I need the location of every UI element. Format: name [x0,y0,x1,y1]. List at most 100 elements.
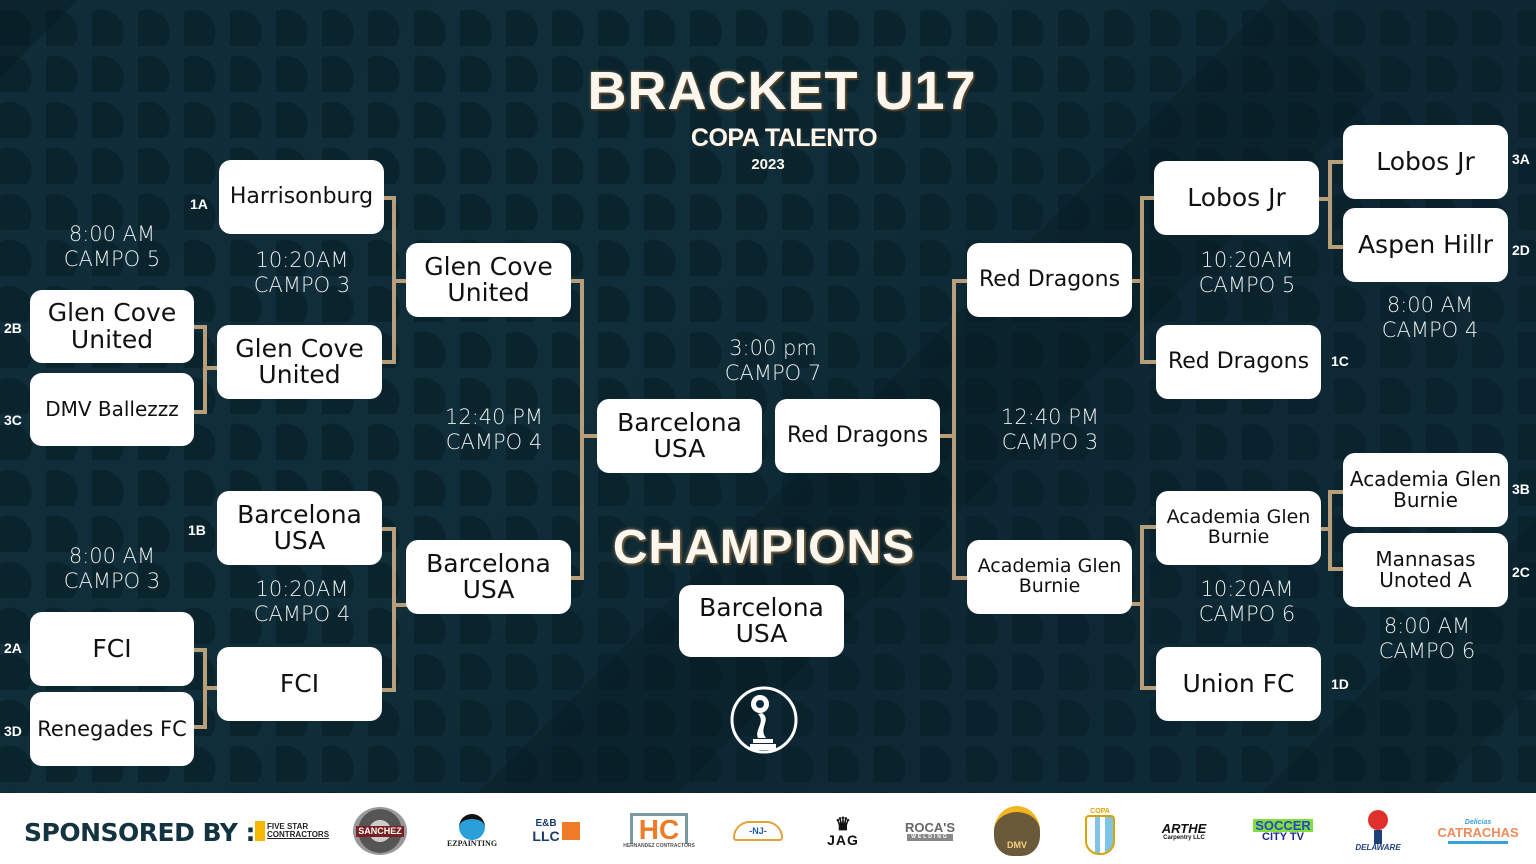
seed-label: 3A [1512,151,1530,167]
match-schedule: 12:40 PM CAMPO 4 [414,405,574,455]
sponsor-logo-sanchez: SANCHEZ [350,803,410,859]
team-card-round1[interactable]: Mannasas Unoted A [1343,533,1508,607]
seed-label: 2D [1512,242,1530,258]
team-name: Barcelona USA [426,548,551,604]
team-name: Aspen Hillr [1357,229,1494,259]
team-card-round1[interactable]: Glen Cove United [30,290,194,363]
sponsored-by-label: SPONSORED BY : [24,818,256,847]
team-card-round1[interactable]: Academia Glen Burnie [1343,453,1508,527]
seed-label: 1D [1331,676,1349,692]
team-card-quarter[interactable]: Red Dragons [1156,325,1321,399]
seed-label: 2B [4,320,22,336]
team-card-quarter[interactable]: Union FC [1156,647,1321,721]
match-time: 3:00 pm [729,336,817,360]
match-schedule: 8:00 AM CAMPO 5 [32,222,192,272]
match-field: CAMPO 3 [253,273,351,297]
team-card-round1[interactable]: Aspen Hillr [1343,208,1508,282]
seed-label: 2A [4,640,22,656]
team-card-quarter[interactable]: Lobos Jr [1154,161,1319,235]
trophy-icon [730,686,798,754]
team-name: Red Dragons [786,423,929,449]
sponsor-logo-catrachas: Delicias CATRACHAS [1437,803,1519,859]
team-card-quarter[interactable]: Glen Cove United [217,325,382,399]
sponsor-logo-mariachi-dmv: DMV [990,803,1044,859]
match-schedule: 10:20AM CAMPO 3 [222,248,382,298]
match-schedule: 8:00 AM CAMPO 4 [1350,293,1510,343]
team-card-round1[interactable]: FCI [30,612,194,686]
seed-label: 2C [1512,564,1530,580]
sponsor-logo-nj: -NJ- [730,803,786,859]
team-name: Glen Cove United [235,333,364,389]
match-field: CAMPO 5 [63,247,161,271]
champion-team-card[interactable]: Barcelona USA [679,585,844,657]
team-card-quarter[interactable]: Harrisonburg [219,160,384,234]
team-card-semi[interactable]: Red Dragons [967,243,1132,317]
team-name: Glen Cove United [47,298,177,354]
team-name: Union FC [1182,668,1295,698]
match-time: 8:00 AM [1386,293,1474,317]
team-card-final-right[interactable]: Red Dragons [775,399,940,473]
team-name: Lobos Jr [1376,146,1475,176]
sponsor-logo-copa-cedrito: COPA [1078,803,1122,859]
sponsor-logo-arthe: ARTHE Carpentry LLC [1161,820,1207,841]
match-field: CAMPO 3 [63,569,161,593]
match-field: CAMPO 4 [445,430,543,454]
match-time: 12:40 PM [1001,405,1099,429]
match-time: 12:40 PM [445,405,543,429]
match-schedule: 8:00 AM CAMPO 3 [32,544,192,594]
team-name: Barcelona USA [237,499,362,555]
team-name: FCI [92,633,132,663]
page-title: BRACKET U17 [587,61,977,121]
sponsor-logo-rocas: ROCA'S WELDING [904,820,956,841]
sponsor-logo-delaware: DELAWARE [1350,803,1406,859]
team-card-round1[interactable]: Renegades FC [30,692,194,766]
seed-label: 1B [188,522,206,538]
match-field: CAMPO 6 [1378,639,1476,663]
team-card-final-left[interactable]: Barcelona USA [597,399,762,473]
seed-label: 3B [1512,481,1530,497]
match-field: CAMPO 7 [724,361,822,385]
match-schedule: 12:40 PM CAMPO 3 [970,405,1130,455]
match-field: CAMPO 3 [1001,430,1099,454]
sponsor-logo-soccer-city-tv: SOCCER CITY TV [1253,818,1313,843]
team-card-semi[interactable]: Academia Glen Burnie [967,540,1132,614]
team-name: FCI [279,668,320,698]
team-card-round1[interactable]: DMV Ballezzz [30,373,194,446]
match-schedule: 10:20AM CAMPO 5 [1167,248,1327,298]
match-time: 10:20AM [255,248,349,272]
team-name: Barcelona USA [617,407,742,463]
match-time: 8:00 AM [1383,614,1471,638]
team-name: Lobos Jr [1187,182,1286,212]
team-name: Academia Glen Burnie [1166,506,1311,548]
team-card-semi[interactable]: Barcelona USA [406,540,571,614]
match-field: CAMPO 5 [1198,273,1296,297]
sponsor-logo-ezpainting: EZPAINTING [440,803,504,859]
match-time: 10:20AM [255,577,349,601]
match-schedule: 8:00 AM CAMPO 6 [1347,614,1507,664]
tournament-year: 2023 [751,156,785,173]
team-name: Glen Cove United [424,251,553,307]
team-card-quarter[interactable]: Barcelona USA [217,491,382,565]
match-schedule: 10:20AM CAMPO 4 [222,577,382,627]
team-card-round1[interactable]: Lobos Jr [1343,125,1508,199]
match-time: 10:20AM [1200,248,1294,272]
team-name: Renegades FC [37,716,187,741]
team-name: Barcelona USA [699,592,824,648]
tournament-name: COPA TALENTO [690,124,878,152]
match-field: CAMPO 6 [1198,602,1296,626]
team-card-quarter[interactable]: FCI [217,647,382,721]
match-field: CAMPO 4 [253,602,351,626]
team-name: Red Dragons [1167,349,1310,375]
sponsor-logo-jag: ♛ JAG [827,814,859,848]
seed-label: 3C [4,412,22,428]
team-card-quarter[interactable]: Academia Glen Burnie [1156,491,1321,565]
seed-label: 1C [1331,353,1349,369]
team-name: Mannasas Unoted A [1375,547,1476,592]
team-card-semi[interactable]: Glen Cove United [406,243,571,317]
final-schedule: 3:00 pm CAMPO 7 [693,336,853,386]
team-name: Academia Glen Burnie [1349,467,1502,512]
team-name: Red Dragons [978,267,1121,293]
match-field: CAMPO 4 [1381,318,1479,342]
